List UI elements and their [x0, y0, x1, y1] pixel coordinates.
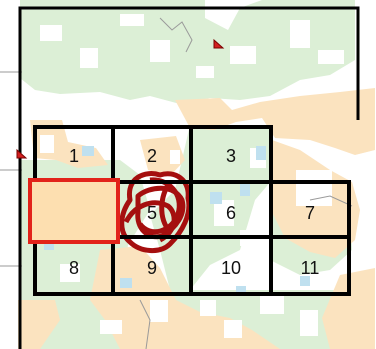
selected-grid-cell[interactable]	[28, 178, 120, 244]
grid-labels: 1 2 3 5 6 7 8 9 10 11	[69, 146, 319, 278]
grid-cell-label-7: 7	[305, 203, 315, 223]
grid-cell-label-5: 5	[147, 203, 157, 223]
grid-cell-label-1: 1	[69, 146, 79, 166]
parcel-layer	[40, 14, 344, 338]
water-layer	[44, 146, 310, 296]
grid-cell-label-9: 9	[147, 258, 157, 278]
flag-marker-icon	[16, 148, 28, 159]
grid-cell-label-8: 8	[69, 258, 79, 278]
grid-cell-label-11: 11	[301, 258, 320, 278]
grid-cell-label-2: 2	[147, 146, 157, 166]
grid-cell-label-3: 3	[226, 146, 236, 166]
fire-perimeter	[119, 171, 192, 253]
map-frame	[18, 6, 360, 349]
road-layer	[0, 17, 353, 349]
grid-cell-label-6: 6	[226, 203, 236, 223]
grid-cell-label-10: 10	[221, 258, 241, 278]
grid-cell-11[interactable]	[269, 235, 351, 296]
flag-marker-icon	[213, 38, 225, 49]
